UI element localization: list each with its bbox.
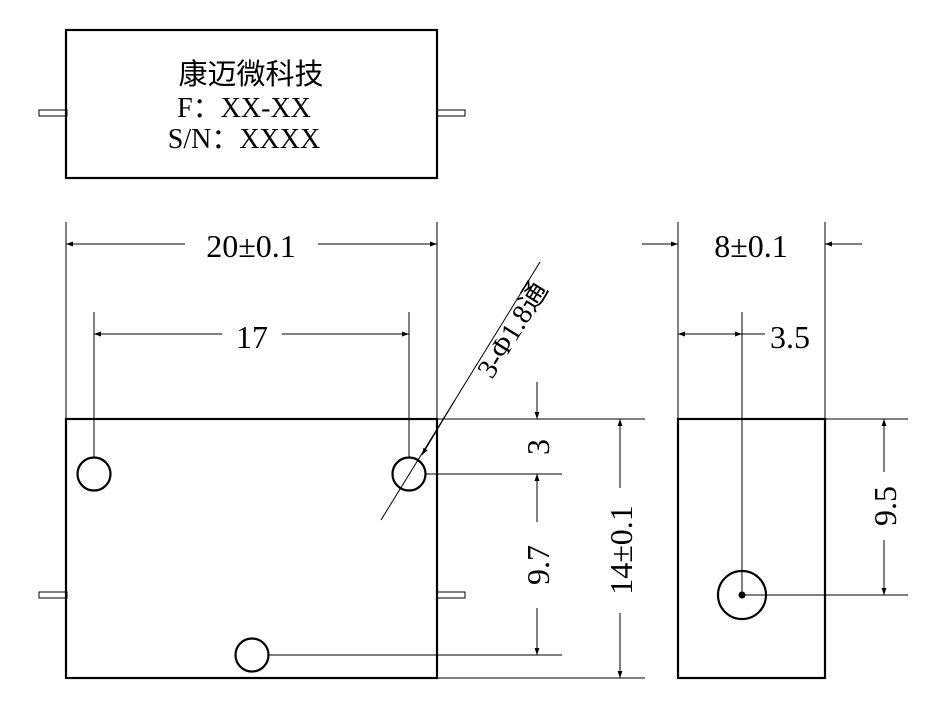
left-pin xyxy=(38,591,68,599)
hole-bottom xyxy=(234,637,270,673)
dim-hole-note: 3-Φ1.8通 xyxy=(472,277,555,384)
dim-hole-vertical: 9.7 xyxy=(520,545,556,585)
hole-left xyxy=(76,456,112,492)
label-outline xyxy=(64,28,439,180)
dim-width: 20±0.1 xyxy=(206,228,296,264)
label-company: 康迈微科技 xyxy=(178,58,323,91)
left-pin-top xyxy=(38,109,68,117)
front-view: 20±0.1 17 3-Φ1.8通 3 9.7 14±0.1 xyxy=(38,222,645,680)
front-outline xyxy=(64,417,439,680)
side-outline xyxy=(676,417,827,680)
dim-side-height: 9.5 xyxy=(867,486,903,526)
right-pin-top xyxy=(436,109,466,117)
side-view: 8±0.1 3.5 9.5 xyxy=(642,222,908,680)
dim-height: 14±0.1 xyxy=(603,505,639,595)
label-model: F：XX-XX xyxy=(177,93,311,124)
label-serial: S/N：XXXX xyxy=(168,124,320,155)
label-view: 康迈微科技 F：XX-XX S/N：XXXX xyxy=(38,28,466,180)
dim-pin-spacing: 17 xyxy=(236,319,268,355)
dim-top-offset: 3 xyxy=(520,439,556,455)
dim-depth: 8±0.1 xyxy=(714,228,788,264)
right-pin xyxy=(436,591,466,599)
dim-side-offset: 3.5 xyxy=(770,319,810,355)
